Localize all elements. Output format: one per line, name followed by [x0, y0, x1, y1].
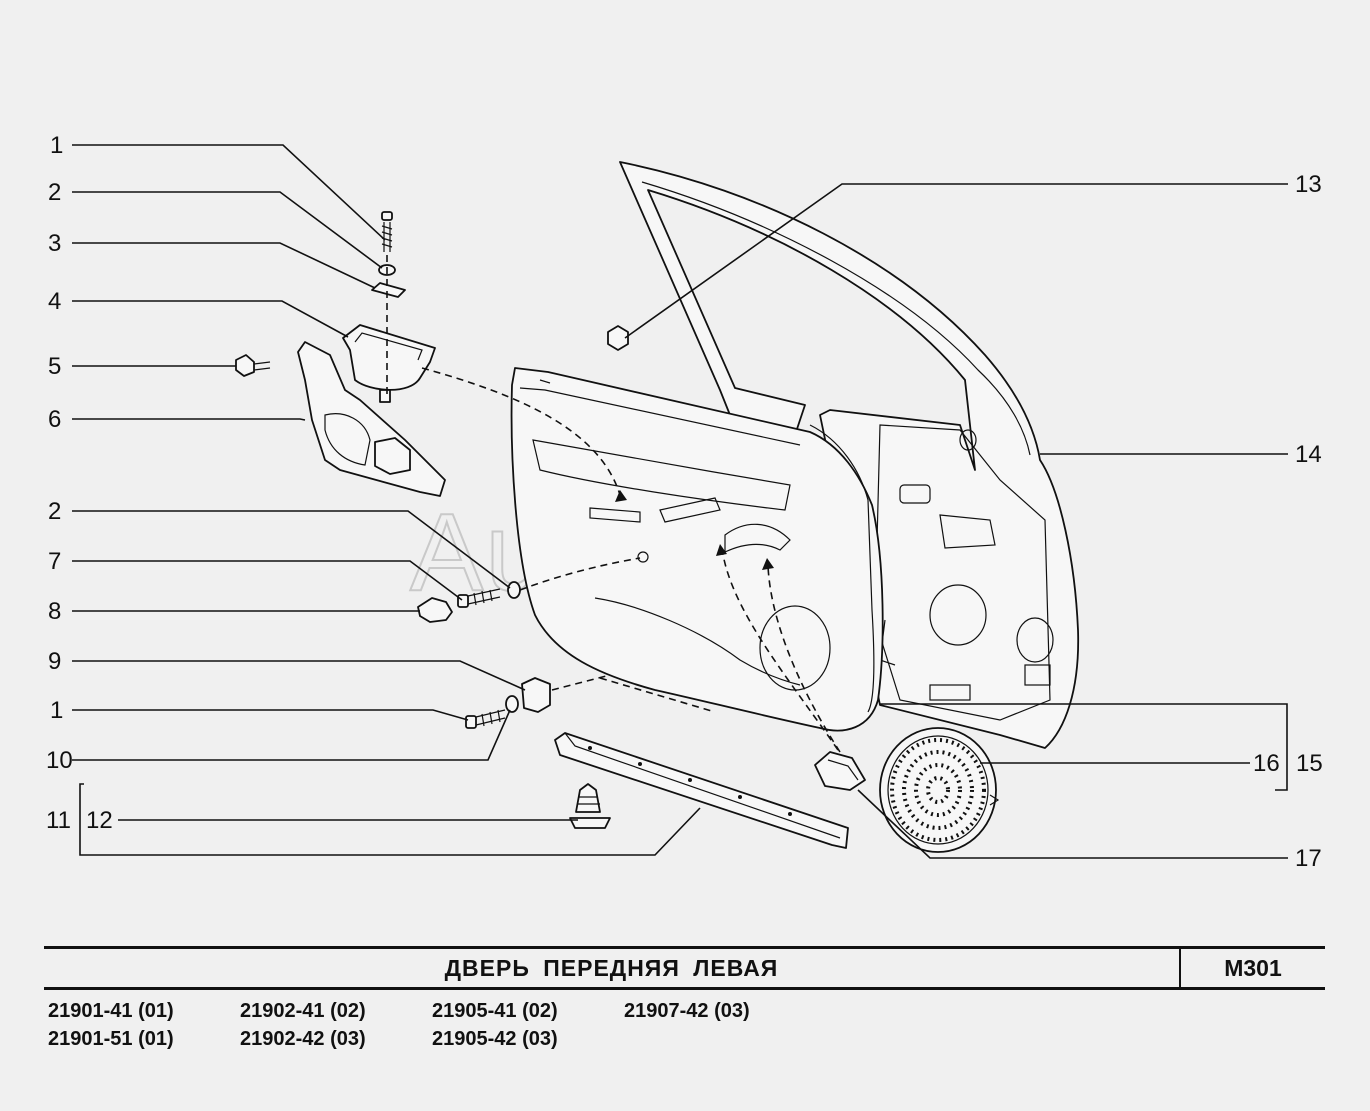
door-trim-panel [510, 367, 884, 732]
door-frame [619, 161, 1080, 749]
leader-lines [72, 144, 1288, 859]
callout-2b: 2 [48, 498, 61, 525]
callout-2a: 2 [48, 179, 61, 206]
callout-11: 11 [46, 807, 71, 834]
handle-bracket-17 [814, 751, 866, 791]
model-code: 21901-41 (01) [48, 1000, 174, 1022]
callout-14: 14 [1295, 441, 1322, 468]
model-code [624, 1028, 816, 1056]
title-divider [1179, 949, 1181, 987]
bolt-5 [235, 354, 271, 377]
washer-2b [507, 581, 521, 599]
assembly-line-washer [519, 557, 641, 591]
callout-4: 4 [48, 288, 61, 315]
callout-1a: 1 [50, 132, 63, 159]
callout-13: 13 [1295, 171, 1322, 198]
clip-9 [521, 677, 551, 713]
diagram-title: ДВЕРЬ ПЕРЕДНЯЯ ЛЕВАЯ [444, 954, 779, 981]
assembly-line-handle-a [721, 547, 839, 751]
callout-16: 16 [1253, 750, 1280, 777]
callout-17: 17 [1295, 845, 1322, 872]
sill-strip [554, 732, 849, 849]
callout-9: 9 [48, 648, 61, 675]
assembly-line-handle-b [767, 564, 841, 753]
callout-15: 15 [1296, 750, 1323, 777]
clip-12 [569, 783, 611, 829]
speaker-grille [879, 727, 1000, 853]
bracket-6 [297, 341, 446, 497]
callout-6: 6 [48, 406, 61, 433]
callout-numbers: 1 2 3 4 5 6 2 7 8 9 1 10 11 12 13 14 16 … [46, 132, 1323, 872]
model-code: 21905-41 (02) [432, 1000, 558, 1022]
arrow-head-3 [762, 558, 774, 570]
screw-1 [381, 211, 393, 252]
arrow-head-1 [615, 490, 627, 502]
callout-8: 8 [48, 598, 61, 625]
model-code: 21907-42 (03) [624, 1000, 750, 1022]
callout-12: 12 [86, 807, 113, 834]
model-list: 21901-41 (01) 21902-41 (02) 21905-41 (02… [48, 1000, 1048, 1070]
title-bar: ДВЕРЬ ПЕРЕДНЯЯ ЛЕВАЯ M301 [44, 946, 1325, 990]
callout-5: 5 [48, 353, 61, 380]
handle-cup-4 [342, 324, 436, 403]
screw-1b [465, 709, 506, 729]
model-code: 21901-51 (01) [48, 1028, 174, 1050]
callout-3: 3 [48, 230, 61, 257]
clip-13 [607, 325, 629, 351]
plug-8 [417, 597, 453, 623]
assembly-line-clip [551, 674, 611, 691]
callout-1b: 1 [50, 697, 63, 724]
callout-10: 10 [46, 747, 73, 774]
arrow-head-2 [716, 544, 727, 556]
model-code: 21902-41 (02) [240, 1000, 366, 1022]
catalog-code: M301 [1224, 954, 1282, 981]
assembly-line-cup [421, 367, 621, 496]
assembly-line-sill [599, 677, 716, 713]
washer-10 [505, 695, 519, 713]
model-code: 21905-42 (03) [432, 1028, 558, 1050]
callout-7: 7 [48, 548, 61, 575]
model-code: 21902-42 (03) [240, 1028, 366, 1050]
nut-plate-3 [371, 282, 406, 298]
